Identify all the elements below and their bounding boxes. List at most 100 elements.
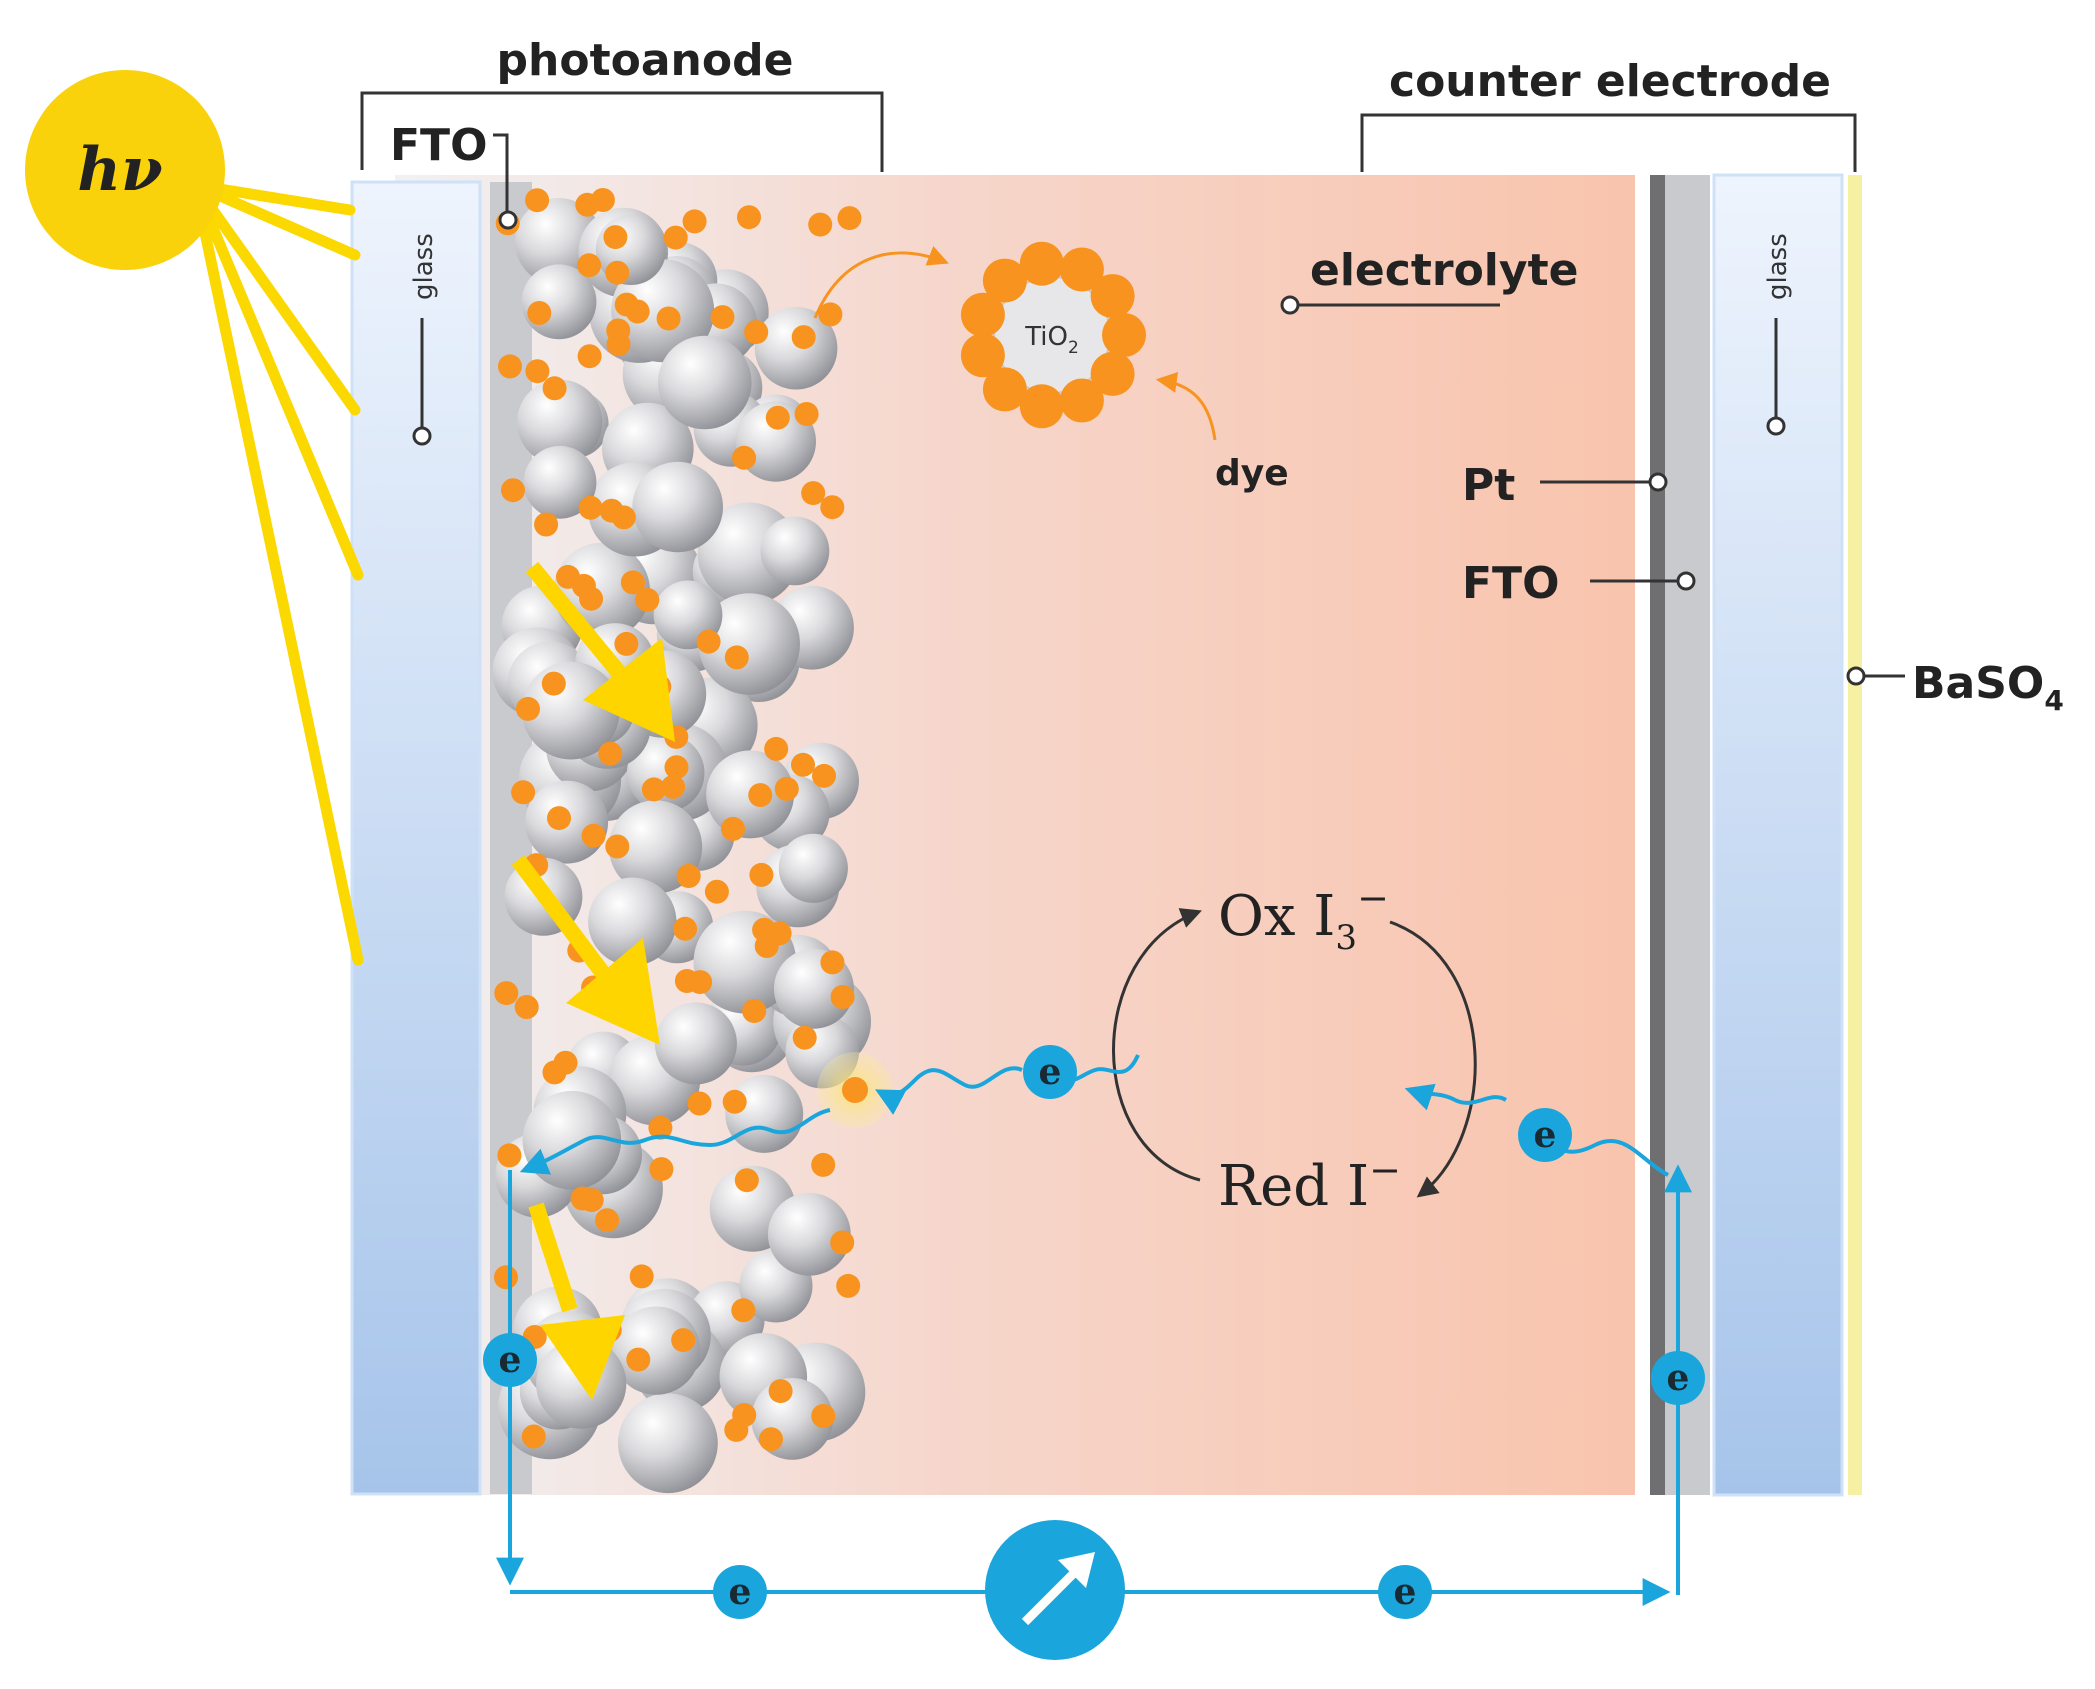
dye-particle: [570, 1186, 595, 1211]
dye-particle: [811, 1404, 836, 1428]
dye-particle: [812, 763, 836, 788]
dye-particle: [830, 1230, 855, 1255]
dye-particle: [606, 318, 631, 343]
dye-particle: [527, 301, 552, 325]
tio2-particle: [767, 1192, 851, 1276]
dye-particle: [830, 985, 855, 1009]
dye-particle: [764, 736, 789, 761]
inset-dye-particle: [960, 333, 1005, 378]
dye-particle: [605, 834, 630, 859]
dye-particle: [671, 1328, 696, 1353]
electron-icon: e: [1378, 1565, 1432, 1619]
inset-dye-particle: [1102, 313, 1146, 357]
dye-particle: [514, 995, 539, 1019]
dye-particle: [656, 306, 681, 331]
counter-electrode-label: counter electrode: [1389, 56, 1831, 107]
inset-dye-particle: [982, 367, 1027, 412]
counter-electrode-bracket: [1360, 113, 1857, 172]
photoanode-label: photoanode: [497, 35, 794, 86]
electrolyte-marker: [1280, 295, 1300, 315]
dye-particle: [731, 1298, 756, 1323]
dye-particle: [687, 1091, 712, 1116]
dye-particle: [598, 741, 623, 766]
svg-text:e: e: [1039, 1051, 1062, 1093]
sun-icon: [25, 70, 364, 966]
dye-particle: [511, 780, 536, 805]
inset-dye-particle: [1019, 384, 1064, 429]
meter-arrow-icon: [985, 1520, 1125, 1660]
photon-arrows: [511, 561, 675, 1400]
dye-particle: [791, 325, 816, 350]
hv-label: hν: [77, 135, 162, 205]
tio2-particle: [517, 379, 603, 465]
inset-pointer-arrow: [813, 246, 949, 319]
dye-particle: [635, 587, 660, 612]
dye-pointer-arrow: [1155, 371, 1217, 441]
tio2-particle: [760, 516, 830, 586]
dye-particle-layer: [494, 188, 862, 1452]
tio2-particle: [754, 306, 838, 390]
fto-left-leader: [493, 133, 509, 212]
dye-particle: [836, 1273, 861, 1298]
dye-particle: [759, 1427, 783, 1452]
dye-particle: [534, 512, 559, 537]
dye-particle: [541, 671, 566, 696]
photoanode-bracket: [360, 91, 884, 172]
glass-right-label: glass: [1763, 233, 1793, 300]
dye-particle: [754, 934, 779, 958]
fto-left-label: FTO: [390, 120, 487, 171]
glass-left-panel: [350, 180, 482, 1496]
dye-particle: [704, 879, 729, 904]
dye-particle: [721, 816, 745, 841]
dye-particle: [547, 806, 571, 831]
fto-left-marker: [498, 210, 518, 230]
dye-particle: [664, 755, 689, 780]
dye-particle: [577, 253, 602, 278]
dye-label: dye: [1215, 453, 1289, 494]
dye-particle: [837, 206, 862, 231]
inset-dye-particle: [1059, 378, 1104, 423]
dye-particle: [820, 495, 845, 520]
dye-particle: [578, 495, 603, 520]
dye-particle: [808, 212, 833, 237]
glass-left-label: glass: [409, 233, 439, 300]
electron-paths: [519, 1054, 1669, 1177]
tio2-particle: [735, 401, 816, 482]
dye-particle: [556, 564, 580, 589]
electron-icon: e: [1518, 1108, 1572, 1162]
glass-right-panel: [1712, 173, 1844, 1497]
dye-particle: [688, 970, 713, 995]
inset-dye-particle: [1090, 351, 1135, 396]
dye-particle: [792, 1025, 817, 1050]
svg-text:e: e: [499, 1339, 522, 1381]
svg-text:e: e: [1534, 1114, 1557, 1156]
dye-particle: [553, 1050, 578, 1075]
fto-right-layer: [1665, 175, 1710, 1495]
dye-particle: [581, 823, 606, 848]
dye-particle: [676, 864, 701, 888]
electron-icon: e: [1651, 1351, 1705, 1405]
fto-right-marker: [1676, 571, 1696, 591]
dye-particle: [768, 1379, 793, 1404]
baso4-layer: [1848, 175, 1862, 1495]
svg-text:e: e: [1667, 1357, 1690, 1399]
pt-layer: [1650, 175, 1665, 1495]
dye-particle: [641, 777, 666, 802]
tio2-particle: [658, 335, 752, 430]
dye-particle: [801, 481, 826, 506]
dye-particle: [595, 1208, 620, 1233]
dye-particle: [749, 862, 774, 887]
electron-icon: e: [483, 1333, 537, 1387]
inset-dye-particle: [1090, 274, 1135, 319]
dye-particle: [722, 1089, 747, 1114]
dye-particle: [629, 1264, 654, 1289]
inset-dye-particle: [1059, 247, 1104, 292]
redox-cycle: [1112, 908, 1477, 1198]
svg-text:e: e: [1394, 1571, 1417, 1613]
dye-particle: [765, 405, 790, 430]
tio2-particle: [725, 1074, 804, 1153]
pt-label: Pt: [1462, 460, 1515, 511]
